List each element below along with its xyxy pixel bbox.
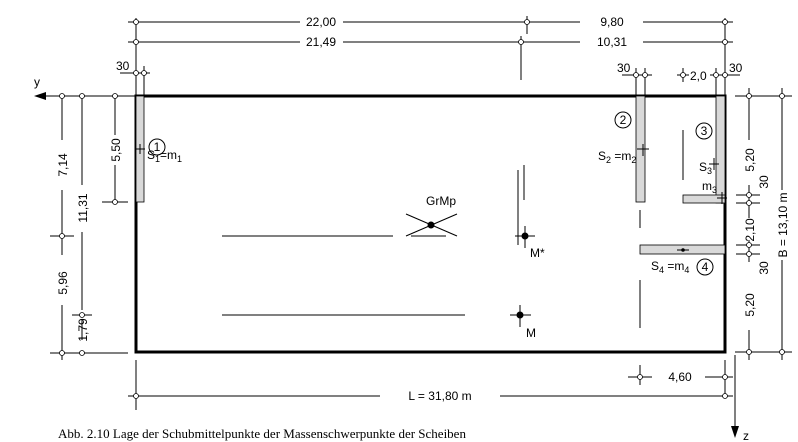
wall-3-number: 3 (701, 124, 708, 138)
s4-m4-label: S4 =m4 (651, 259, 689, 275)
grmp-point: GrMp (405, 194, 458, 237)
wall-2-number: 2 (620, 113, 627, 127)
dim-7-14: 7,14 (56, 153, 70, 177)
dim-1-79: 1,79 (76, 318, 90, 342)
wall-3-vertical (715, 95, 726, 204)
wall-4-number: 4 (702, 260, 709, 274)
dim-length-total: L = 31,80 m (408, 389, 471, 403)
m-point: M (510, 305, 536, 340)
bottom-dimensions: 4,60 L = 31,80 m (128, 365, 733, 403)
m-label: M (526, 326, 536, 340)
y-axis: y (34, 75, 136, 100)
wall-1-number: 1 (154, 140, 161, 154)
left-dimensions: 5,50 7,14 11,31 5,96 1,79 (50, 93, 128, 360)
reference-lines (222, 130, 684, 328)
z-axis: z (731, 355, 749, 440)
z-axis-arrow-icon (731, 426, 739, 438)
dim-wall3-30: 30 (729, 61, 743, 75)
s3-label: S3 (699, 160, 712, 176)
mstar-label: M* (530, 246, 545, 260)
s2-m2-label: S2 =m2 (598, 149, 636, 165)
dim-21-49: 21,49 (306, 35, 336, 49)
wall-2-label: 2 S2 =m2 (598, 111, 649, 165)
right-dimensions: 5,20 30 2,10 30 5,20 B = 13,10 m (735, 88, 792, 360)
m3-label: m3 (702, 179, 717, 195)
wall-3-label: 3 S3 m3 (695, 122, 727, 204)
y-axis-arrow-icon (34, 92, 46, 100)
dim-2-10: 2,10 (743, 218, 757, 242)
wall-4-label: S4 =m4 4 (651, 248, 714, 276)
dim-4-60: 4,60 (668, 370, 692, 384)
dim-gap-2-0: 2,0 (690, 69, 707, 83)
mstar-point: M* (515, 226, 545, 260)
dim-width-total: B = 13,10 m (776, 192, 790, 257)
wall-1-number-circle (148, 138, 166, 156)
dim-5-20-top: 5,20 (743, 148, 757, 172)
dim-wall1-30: 30 (116, 59, 130, 73)
dim-5-96: 5,96 (56, 271, 70, 295)
dim-wall2-30: 30 (617, 61, 631, 75)
wall-1-label: 1 S1=m1 (135, 138, 182, 164)
dim-5-50: 5,50 (109, 138, 123, 162)
dim-22-00: 22,00 (306, 15, 336, 29)
dim-9-80: 9,80 (600, 15, 624, 29)
wall-3-horizontal (682, 194, 726, 204)
grmp-label: GrMp (426, 194, 456, 208)
top-dimensions: 22,00 9,80 21,49 10,31 30 30 2,0 30 (116, 15, 743, 96)
dim-5-20-bottom: 5,20 (743, 293, 757, 317)
dim-30-b: 30 (757, 261, 771, 275)
dim-11-31: 11,31 (76, 193, 90, 222)
building-outline (134, 94, 727, 354)
dim-10-31: 10,31 (597, 35, 627, 49)
z-axis-label: z (743, 429, 749, 440)
s1-m1-label: S1=m1 (147, 148, 182, 164)
y-axis-label: y (34, 75, 40, 89)
figure-caption: Abb. 2.10 Lage der Schubmittelpunkte der… (58, 426, 466, 441)
dim-30-a: 30 (757, 175, 771, 189)
